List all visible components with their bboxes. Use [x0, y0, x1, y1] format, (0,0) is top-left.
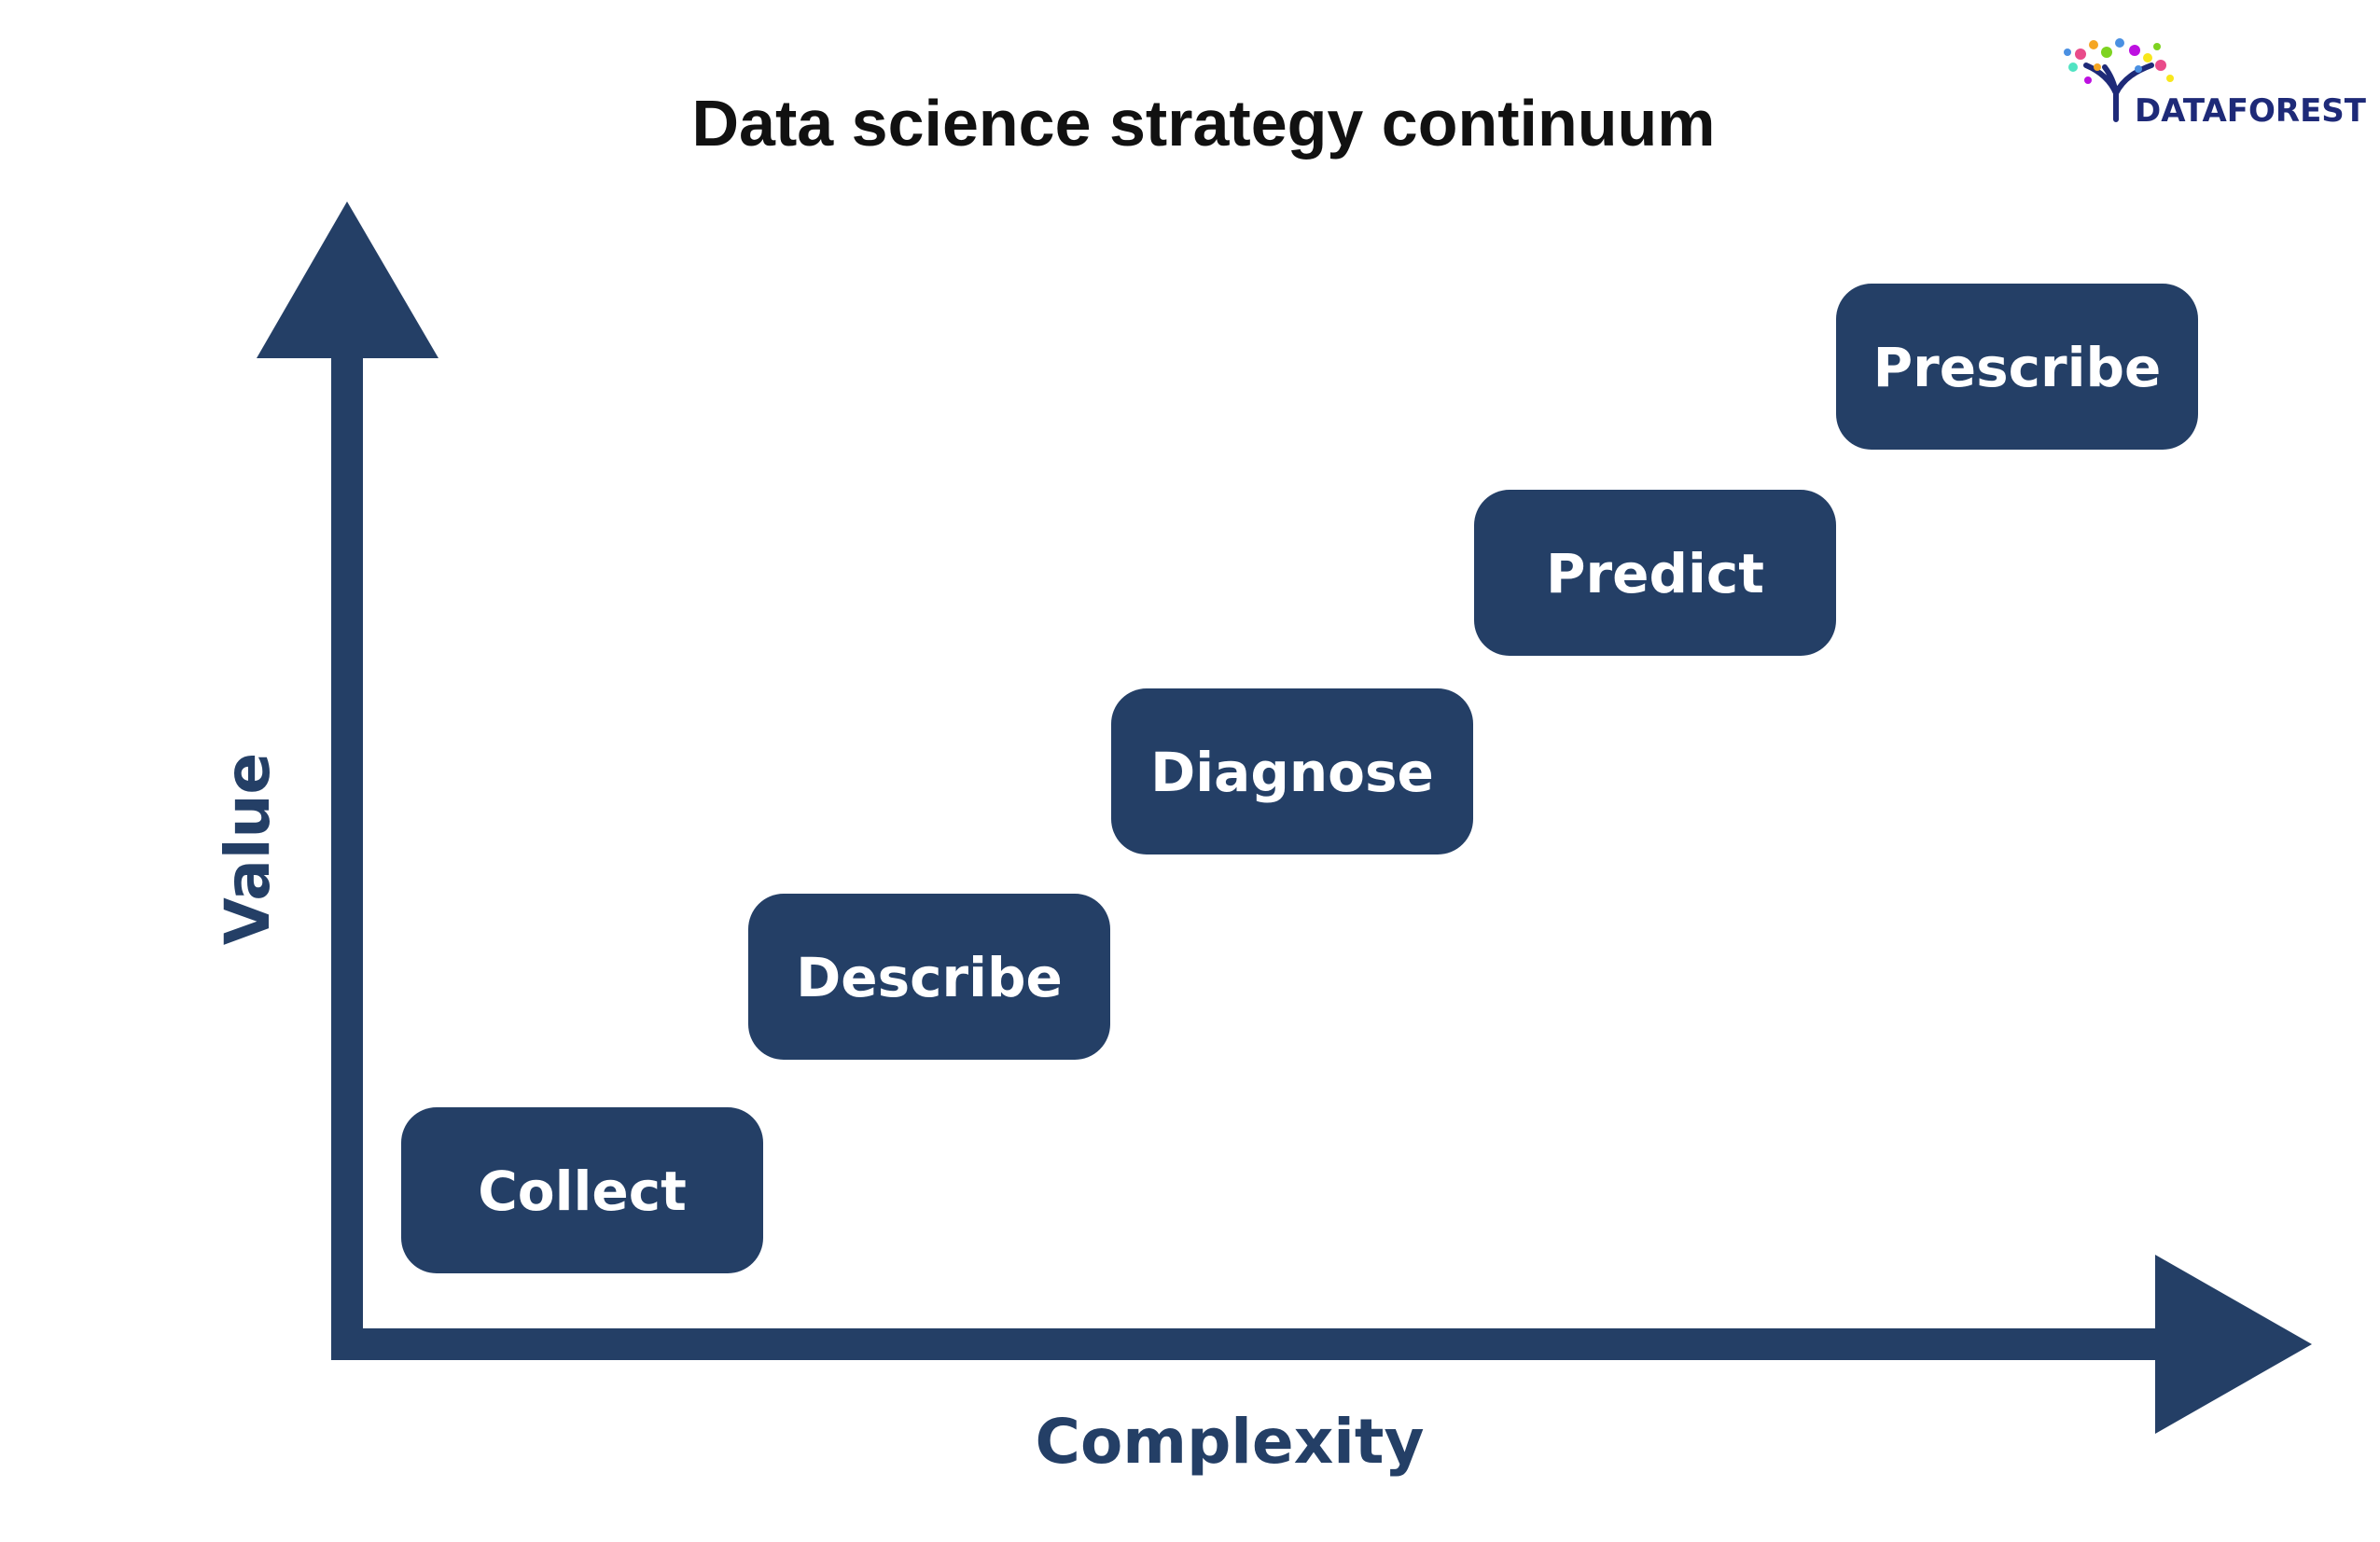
x-axis-line	[331, 1328, 2160, 1360]
step-diagnose: Diagnose	[1111, 688, 1473, 854]
step-label: Collect	[478, 1160, 687, 1223]
step-predict: Predict	[1474, 490, 1836, 656]
step-label: Predict	[1546, 542, 1764, 605]
y-axis	[257, 201, 438, 1360]
dataforest-logo: DATAFOREST	[2064, 38, 2367, 130]
y-axis-label: Value	[212, 753, 284, 945]
tree-icon	[2064, 38, 2174, 122]
y-axis-line	[331, 354, 363, 1360]
step-box	[748, 894, 1110, 1060]
step-describe: Describe	[748, 894, 1110, 1060]
step-box	[1836, 284, 2198, 450]
step-box	[401, 1107, 763, 1273]
x-axis-label: Complexity	[1036, 1406, 1425, 1478]
step-label: Describe	[796, 946, 1063, 1009]
step-label: Prescribe	[1873, 336, 2162, 399]
logo-wordmark: DATAFOREST	[2135, 92, 2367, 130]
step-prescribe: Prescribe	[1836, 284, 2198, 450]
step-box	[1111, 688, 1473, 854]
step-label: Diagnose	[1150, 741, 1434, 804]
x-axis-arrowhead	[2155, 1255, 2312, 1434]
diagram-title: Data science strategy continuum	[691, 87, 1716, 160]
step-collect: Collect	[401, 1107, 763, 1273]
y-axis-arrowhead	[257, 201, 438, 358]
x-axis	[331, 1255, 2312, 1434]
step-box	[1474, 490, 1836, 656]
